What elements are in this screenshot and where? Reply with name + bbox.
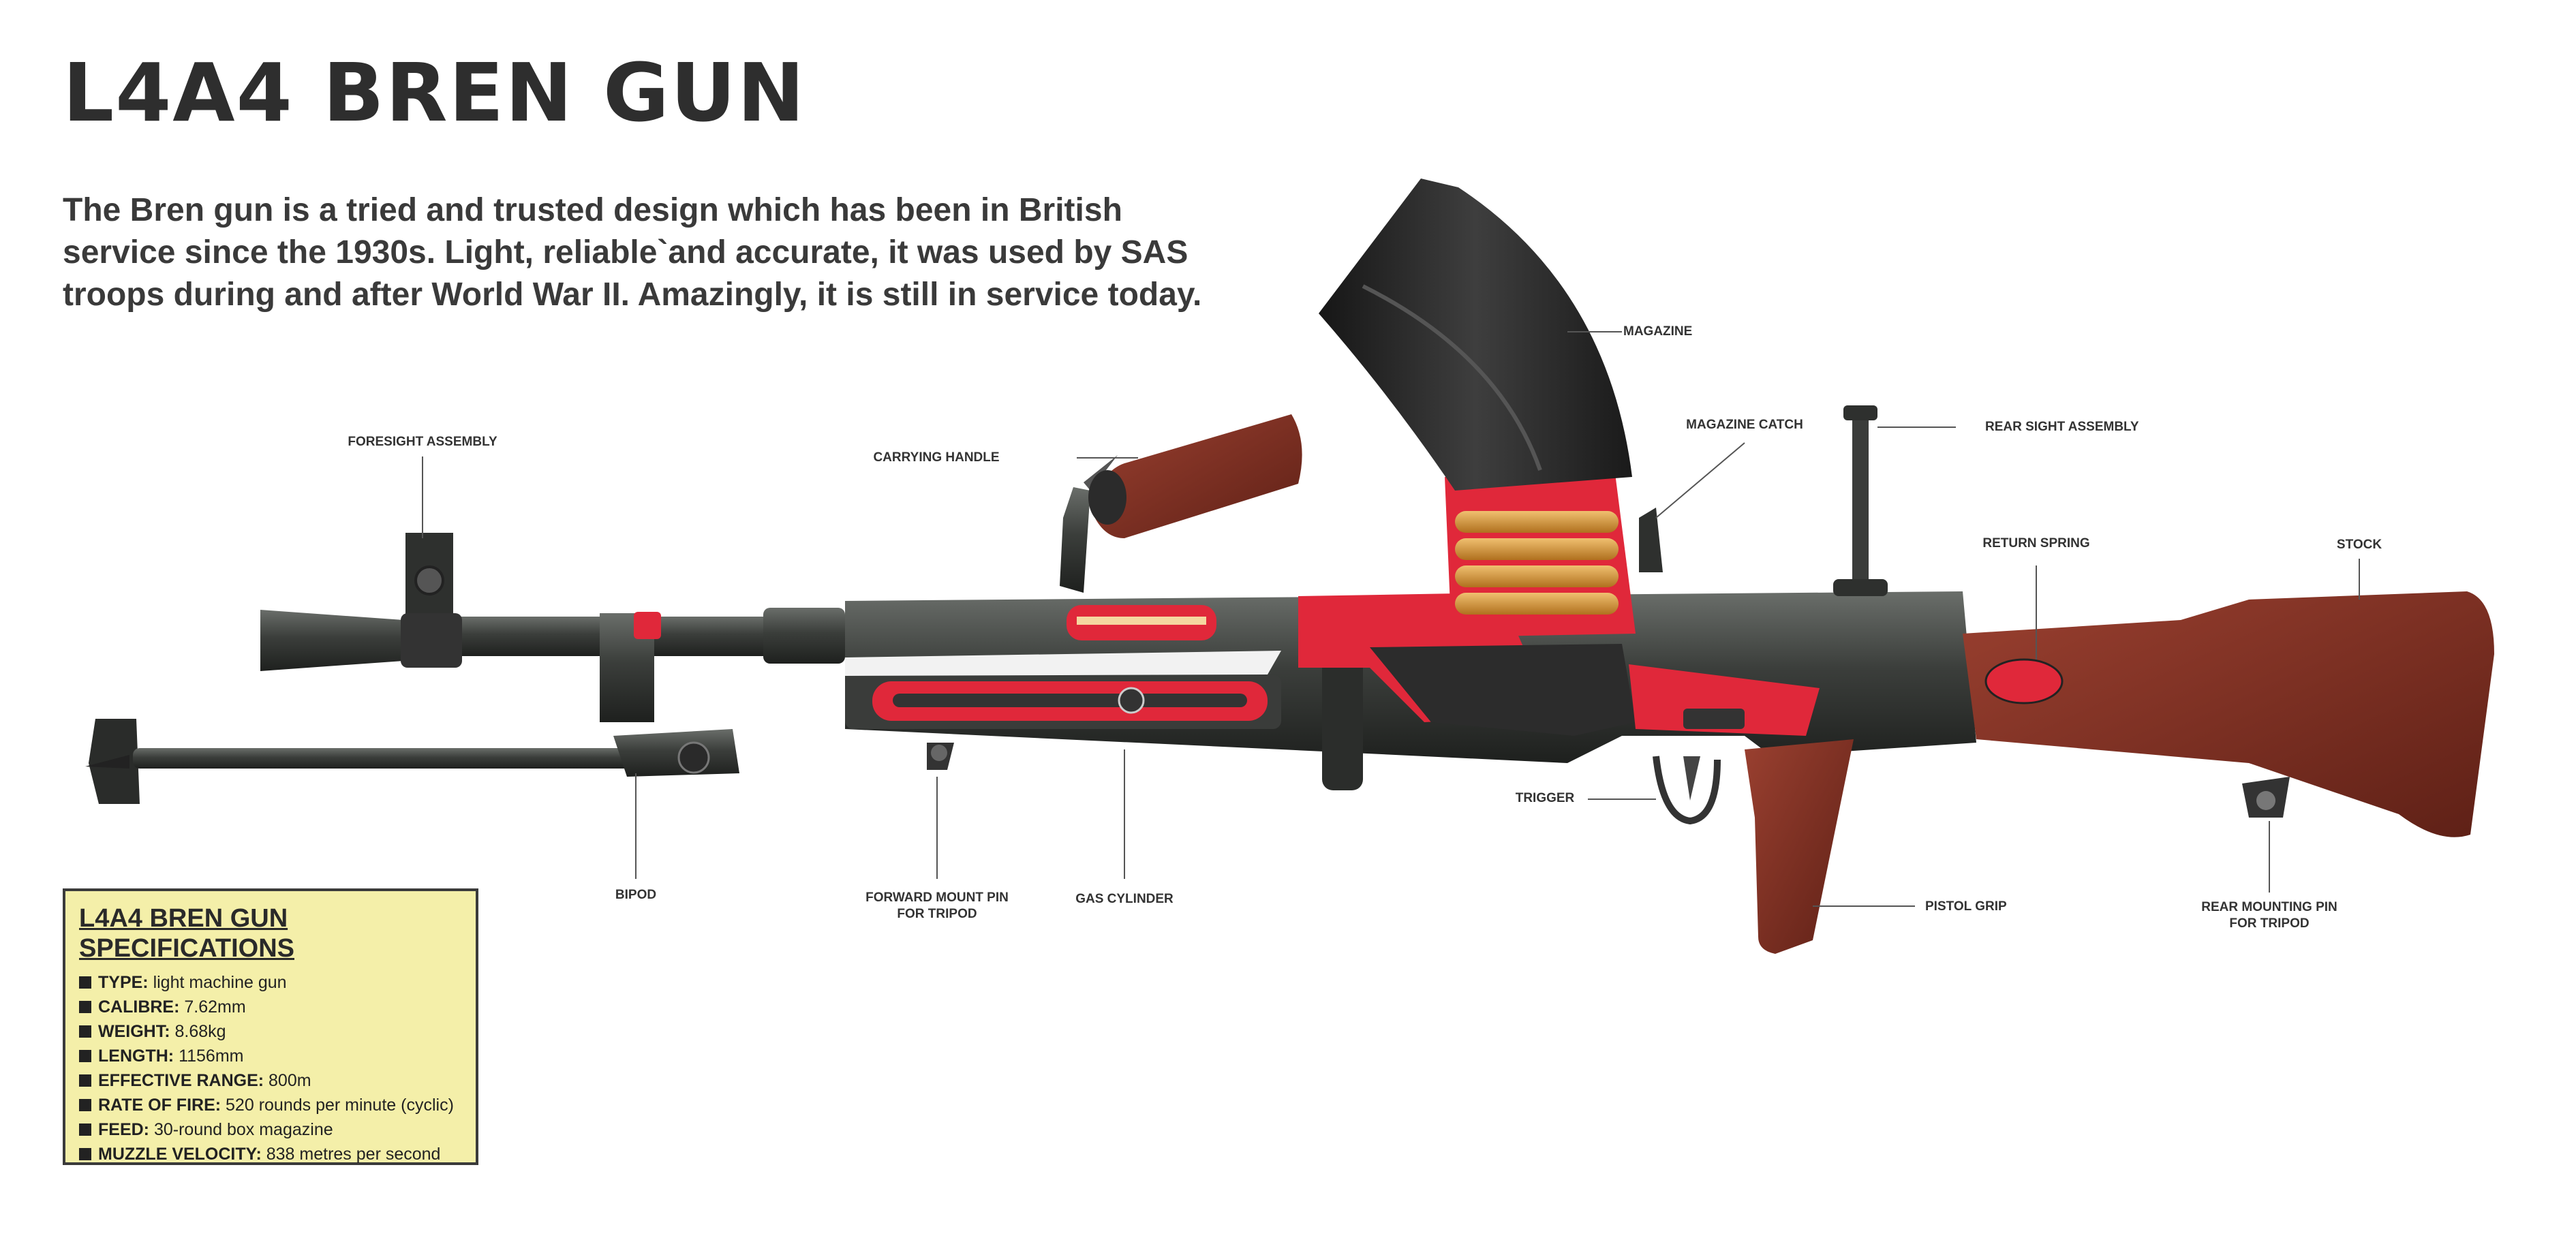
barrel-part <box>260 608 900 722</box>
rear-sight-part <box>1833 405 1888 596</box>
bullet-square-icon <box>79 1001 91 1013</box>
spec-key: EFFECTIVE RANGE: <box>98 1071 264 1090</box>
spec-value: 30-round box magazine <box>153 1120 333 1139</box>
spec-value: light machine gun <box>153 973 287 992</box>
cartridges <box>1455 511 1619 615</box>
specifications-heading: L4A4 BREN GUN SPECIFICATIONS <box>79 904 294 963</box>
spec-key: FEED: <box>98 1120 149 1139</box>
bullet-square-icon <box>79 1074 91 1087</box>
intro-paragraph: The Bren gun is a tried and trusted desi… <box>63 192 1202 313</box>
page-title: L4A4 BREN GUN <box>63 46 806 140</box>
foresight-part <box>401 533 462 668</box>
rear-mount-pin-part <box>2242 777 2290 818</box>
bullet-square-icon <box>79 1025 91 1038</box>
spec-value: 8.68kg <box>174 1022 226 1041</box>
label-return-spring: RETURN SPRING <box>1982 536 2090 551</box>
label-carrying-handle: CARRYING HANDLE <box>873 450 1000 465</box>
bullet-square-icon <box>79 1099 91 1111</box>
spec-item: EFFECTIVE RANGE: 800m <box>79 1068 462 1093</box>
magazine-part <box>1319 179 1632 491</box>
trigger-part <box>1653 756 1721 825</box>
magazine-catch-part <box>1639 508 1663 572</box>
spec-item: LENGTH: 1156mm <box>79 1044 462 1068</box>
label-magazine: MAGAZINE <box>1623 324 1693 339</box>
spec-key: MUZZLE VELOCITY: <box>98 1145 262 1164</box>
label-gas-cylinder: GAS CYLINDER <box>1075 892 1174 906</box>
spec-value: 800m <box>269 1071 311 1090</box>
label-stock: STOCK <box>2336 538 2382 552</box>
label-bipod: BIPOD <box>615 888 657 902</box>
spec-value: 7.62mm <box>184 997 246 1017</box>
label-forward-mount-pin-line1: FORWARD MOUNT PIN <box>865 890 1009 905</box>
spec-value: 838 metres per second <box>266 1145 441 1164</box>
spec-value: 1156mm <box>179 1047 244 1066</box>
label-rear-mounting-pin: REAR MOUNTING PIN FOR TRIPOD <box>2201 899 2337 932</box>
label-foresight-assembly: FORESIGHT ASSEMBLY <box>348 435 497 449</box>
spec-key: TYPE: <box>98 973 149 992</box>
forward-mount-pin-part <box>927 743 954 770</box>
bipod-part <box>85 719 739 804</box>
spec-item: RATE OF FIRE: 520 rounds per minute (cyc… <box>79 1093 462 1117</box>
stock-part <box>1963 591 2494 837</box>
label-trigger: TRIGGER <box>1515 791 1575 805</box>
spec-key: RATE OF FIRE: <box>98 1096 221 1115</box>
specifications-box: L4A4 BREN GUN SPECIFICATIONS TYPE: light… <box>63 888 478 1165</box>
label-pistol-grip: PISTOL GRIP <box>1925 899 2007 914</box>
bullet-square-icon <box>79 1050 91 1062</box>
trigger-blade <box>1683 756 1700 801</box>
label-forward-mount-pin: FORWARD MOUNT PIN FOR TRIPOD <box>865 890 1009 923</box>
pistol-grip-part <box>1745 739 1854 954</box>
spec-key: CALIBRE: <box>98 997 180 1017</box>
label-rear-sight-assembly: REAR SIGHT ASSEMBLY <box>1985 420 2139 434</box>
spec-item: CALIBRE: 7.62mm <box>79 995 462 1019</box>
spec-item: TYPE: light machine gun <box>79 970 462 995</box>
bullet-square-icon <box>79 976 91 989</box>
label-forward-mount-pin-line2: FOR TRIPOD <box>897 907 977 921</box>
spec-value: 520 rounds per minute (cyclic) <box>226 1096 454 1115</box>
bullet-square-icon <box>79 1148 91 1160</box>
return-spring-part <box>1984 658 2064 704</box>
spec-item: FEED: 30-round box magazine <box>79 1117 462 1142</box>
spec-key: WEIGHT: <box>98 1022 170 1041</box>
leader-lines <box>422 331 2360 907</box>
carrying-handle-part <box>1060 414 1302 593</box>
spec-item: MUZZLE VELOCITY: 838 metres per second <box>79 1142 462 1166</box>
spec-key: LENGTH: <box>98 1047 174 1066</box>
label-rear-mounting-pin-line2: FOR TRIPOD <box>2229 916 2310 931</box>
bullet-square-icon <box>79 1123 91 1136</box>
spec-item: WEIGHT: 8.68kg <box>79 1019 462 1044</box>
label-magazine-catch: MAGAZINE CATCH <box>1686 418 1803 432</box>
specifications-list: TYPE: light machine gun CALIBRE: 7.62mm … <box>79 970 462 1166</box>
label-rear-mounting-pin-line1: REAR MOUNTING PIN <box>2201 900 2337 914</box>
